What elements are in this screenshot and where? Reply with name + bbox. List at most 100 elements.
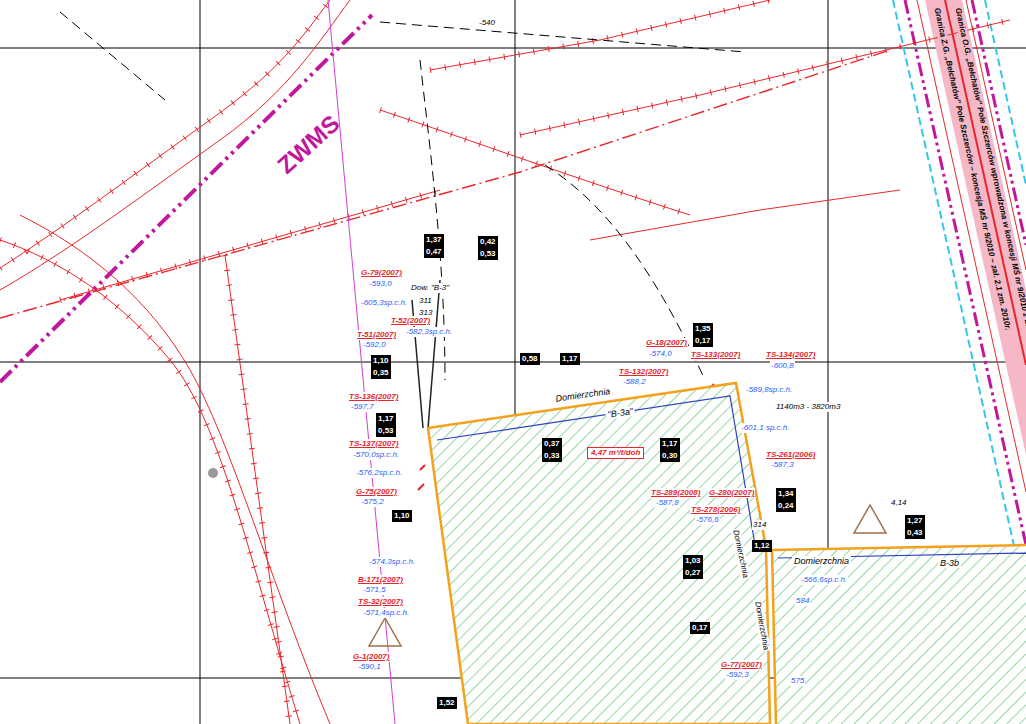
borehole-id: T-52(2007) [390,316,431,326]
thickness-value: 1,17 [376,413,396,425]
map-graphic [0,0,330,268]
borehole-id: TS-134(2007) [765,350,816,360]
borehole-id: TS-136(2007) [348,392,399,402]
map-note: 1140m3 - 3820m3 [775,402,841,412]
elevation-value: -605,3sp.c.h. [360,298,408,308]
elevation-value: -589,8sp.c.h. [745,385,793,395]
map-note: Domierzchnia [730,528,750,580]
map-note: 314 [752,520,767,530]
elevation-value: -574,0 [648,349,673,359]
map-note: 311 [418,296,433,306]
map-graphic [520,20,1010,135]
area-fill [428,383,770,724]
elevation-value: -592,0 [362,340,387,350]
borehole-id: TS-132(2007) [618,367,669,377]
thickness-value: 0,30 [660,450,680,462]
borehole-id: TS-32(2007) [357,597,404,607]
borehole-id: G-79(2007) [360,268,403,278]
map-graphic [225,255,290,724]
dashed-line [60,12,745,380]
thickness-value: 0,17 [693,335,713,347]
elevation-value: -593,0 [368,279,393,289]
map-note: -540 [478,18,496,28]
borehole-id: TS-261(2006) [765,450,816,460]
thickness-value: 1,17 [660,438,680,450]
elevation-value: -587,3 [770,460,795,470]
borehole-id: G-77(2007) [720,660,763,670]
map-graphic [0,240,300,724]
thickness-value: 1,52 [437,697,457,709]
elevation-value: -571,5 [362,585,387,595]
borehole-id: B-171(2007) [357,575,404,585]
quality-note: 4,47 m³/t/doh [587,447,644,459]
map-graphic [590,190,900,240]
area-region: Domierzchnia B-3b [770,540,1026,724]
elevation-value: -587,8 [655,498,680,508]
elevation-value: -601,1 sp.c.h. [740,423,790,433]
thickness-value: 1,03 [683,555,703,567]
thickness-value: 1,35 [693,323,713,335]
elevation-value: -600,8 [770,361,795,371]
map-graphic [893,0,1026,600]
map-graphic [545,165,705,380]
borehole-id: G-75(2007) [355,487,398,497]
elevation-value: -566,6sp.c.h. [800,575,848,585]
thickness-value: 0,37 [542,438,562,450]
map-graphic [60,190,440,300]
elevation-value: -575,2 [360,497,385,507]
map-graphic [380,110,690,215]
boundary-line [0,50,890,318]
map-note: 4,14 [890,498,908,508]
elevation-value: 584 [795,596,810,606]
zone-name: ZWMS [272,110,345,180]
borehole-id: T-51(2007) [356,330,397,340]
thickness-value: 0,43 [905,527,925,539]
thickness-value: 0,35 [371,367,391,379]
access-road [412,280,440,428]
area-name: Domierzchnia [792,556,851,566]
thickness-value: 0,53 [376,425,396,437]
elevation-value: 575 [790,676,805,686]
area-outline [770,540,1026,724]
map-note: Dow. "B-3" [410,283,450,293]
thickness-value: 1,27 [905,515,925,527]
map-graphic [225,255,290,724]
thickness-value: 0,47 [424,246,444,258]
inner-boundary [437,396,755,545]
elevation-value: -588,2 [622,377,647,387]
boundary-note: Granica O.G. „Bełchatów” Pole Szczerców … [952,6,1026,383]
map-graphic [0,0,330,268]
area-name: B-3b [938,558,961,568]
map-graphic [966,0,1026,270]
road-band [893,0,1026,600]
map-graphic [430,0,770,70]
elevation-value: -571,4sp.c.h. [362,608,410,618]
elevation-value: -590,1 [357,662,382,672]
thickness-value: 0,24 [776,500,796,512]
thickness-value: 0,33 [542,450,562,462]
area-fill [772,545,1026,724]
map-graphic [854,505,886,533]
borehole-id: G-18(2007) [645,338,688,348]
map-graphic [20,215,330,724]
borehole-id: G-280(2007) [708,488,755,498]
elevation-value: -576,2sp.c.h. [355,468,403,478]
elevation-value: -597,7 [350,402,375,412]
borehole-id: TS-278(2006) [690,505,741,515]
elevation-value: -570,0sp.c.h. [352,450,400,460]
elevation-value: -592,3 [725,670,750,680]
thickness-value: 1,34 [776,488,796,500]
map-graphic [0,240,300,724]
point-marker [208,468,218,478]
borehole-id: TS-133(2007) [690,350,741,360]
zwms-line [0,15,372,382]
borehole-id: TS-137(2007) [348,439,399,449]
map-graphic [0,48,1026,49]
borehole-id: G-1(2007) [352,652,390,662]
map-graphic [0,362,1026,363]
thickness-value: 0,53 [478,248,498,260]
map-graphic [60,12,165,100]
thickness-value: 1,10 [392,510,412,522]
map-graphic [520,20,1010,135]
elevation-value: -574,3sp.c.h. [368,557,416,567]
